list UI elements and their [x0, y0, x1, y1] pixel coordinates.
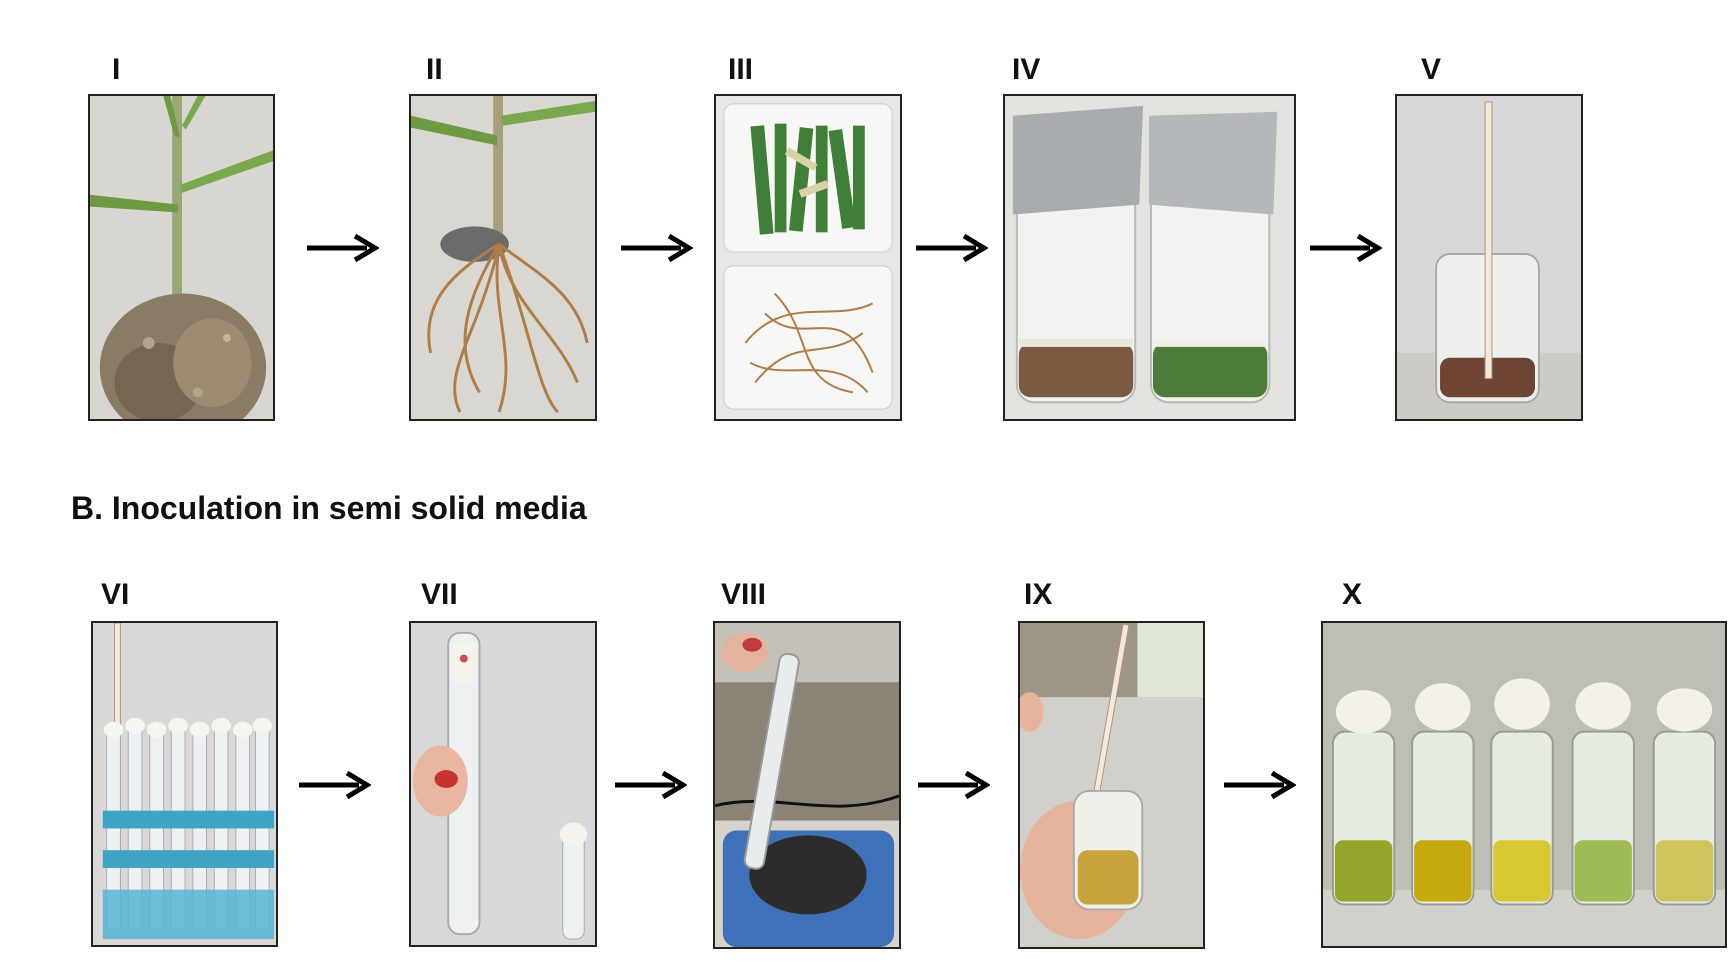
arrow-right-icon — [1308, 233, 1382, 263]
section-b-title: B. Inoculation in semi solid media — [71, 490, 587, 526]
arrow-right-icon — [914, 233, 988, 263]
panel-label-vi: VI — [101, 578, 130, 611]
photo-cut-segments-tray — [714, 94, 902, 421]
arrow-right-icon — [613, 770, 687, 800]
photo-five-vials — [1321, 621, 1727, 948]
panel-label-viii: VIII — [721, 578, 767, 611]
panel-label-ix: IX — [1024, 578, 1053, 611]
panel-label-ii: II — [426, 53, 443, 86]
panel-label-v: V — [1421, 53, 1442, 86]
photo-small-vial-pipette — [1018, 621, 1205, 949]
photo-tube-on-vortex — [713, 621, 901, 949]
panel-label-x: X — [1342, 578, 1363, 611]
panel-label-vii: VII — [421, 578, 458, 611]
photo-jars-with-foil — [1003, 94, 1296, 421]
arrow-right-icon — [619, 233, 693, 263]
panel-label-i: I — [112, 53, 121, 86]
arrow-right-icon — [297, 770, 371, 800]
photo-single-tube — [409, 621, 597, 947]
panel-label-iv: IV — [1012, 53, 1041, 86]
photo-plant-with-soil — [88, 94, 275, 421]
arrow-right-icon — [916, 770, 990, 800]
arrow-right-icon — [305, 233, 379, 263]
panel-label-iii: III — [728, 53, 754, 86]
photo-tube-rack — [91, 621, 278, 947]
photo-washed-roots — [409, 94, 597, 421]
arrow-right-icon — [1222, 770, 1296, 800]
photo-jar-with-pipette — [1395, 94, 1583, 421]
